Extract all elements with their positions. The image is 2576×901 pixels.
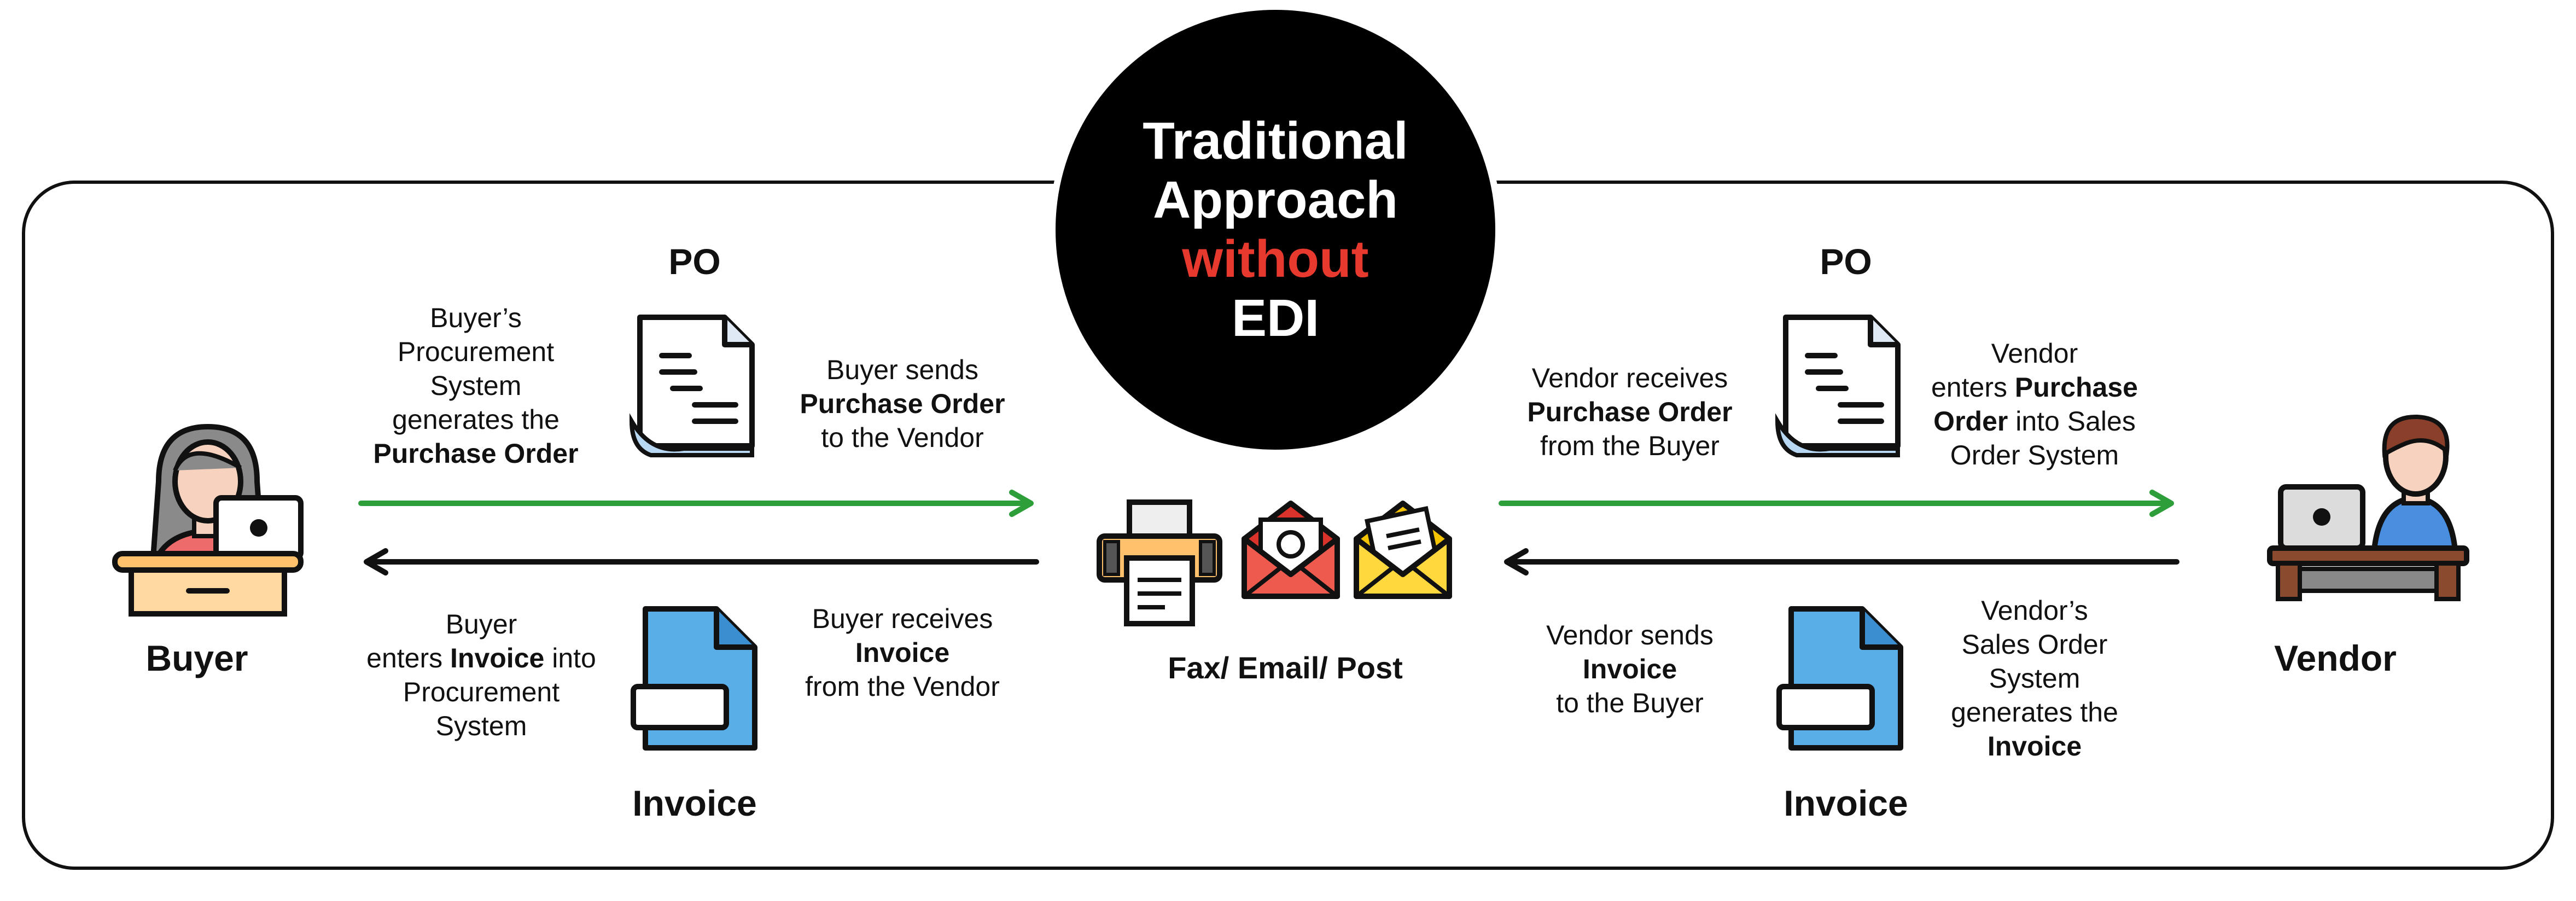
vendor-sales-generates-text: Vendor’s Sales Order System generates th… [1925, 594, 2144, 763]
text-line: Buyer receives [812, 603, 993, 634]
left-po-document-icon [629, 315, 755, 457]
title-line-2: Approach [1152, 171, 1398, 229]
text-line: generates the [392, 404, 560, 435]
left-black-arrow [364, 548, 1039, 576]
buyer-enters-invoice-text: Buyer enters Invoice into Procurement Sy… [350, 607, 613, 743]
title-line-4: EDI [1231, 289, 1320, 347]
right-invoice-document-icon [1776, 606, 1903, 751]
text-line: Order into Sales [1920, 404, 2149, 438]
text-line: System [435, 711, 527, 741]
vendor-sends-text: Vendor sends Invoice to the Buyer [1515, 618, 1745, 720]
text-line: Invoice [1582, 654, 1677, 684]
text-line: Buyer [445, 609, 517, 640]
text-line: Purchase Order [373, 438, 579, 469]
text-line: Order System [1950, 440, 2119, 470]
text-line: Invoice [1987, 731, 2082, 762]
text-line: Vendor receives [1531, 363, 1728, 393]
text-fragment: enters [1931, 372, 2015, 403]
text-line: generates the [1951, 697, 2118, 728]
text-line: Sales Order [1961, 629, 2108, 660]
text-line: Invoice [855, 637, 950, 668]
text-line: enters Purchase [1920, 370, 2149, 404]
vendor-label: Vendor [2274, 638, 2397, 678]
buyer-person-icon [112, 423, 304, 617]
text-fragment: Order [1933, 406, 2008, 437]
left-po-label: PO [668, 241, 721, 282]
text-fragment: into Sales [2008, 406, 2136, 437]
text-line: Buyer’s [430, 303, 522, 333]
right-invoice-label: Invoice [1784, 783, 1908, 823]
title-line-3: without [1182, 230, 1369, 288]
text-fragment: Purchase [2014, 372, 2138, 403]
vendor-enters-po-text: Vendor enters Purchase Order into Sales … [1920, 336, 2149, 472]
text-fragment: into [544, 643, 596, 673]
text-line: from the Vendor [805, 671, 1000, 702]
right-po-document-icon [1775, 315, 1901, 457]
buyer-procurement-generates-text: Buyer’s Procurement System generates the… [361, 301, 591, 470]
left-invoice-label: Invoice [632, 783, 757, 823]
buyer-sends-text: Buyer sends Purchase Order to the Vendor [788, 353, 1017, 455]
text-line: Purchase Order [800, 388, 1005, 419]
text-line: enters Invoice into [350, 641, 613, 675]
text-line: Purchase Order [1527, 397, 1733, 427]
fax-machine-icon [1097, 499, 1222, 626]
text-fragment: enters [366, 643, 451, 673]
text-line: Procurement [397, 336, 555, 367]
channel-label: Fax/ Email/ Post [1168, 650, 1403, 685]
text-line: Buyer sends [826, 354, 978, 385]
text-line: System [1989, 663, 2080, 694]
text-line: Vendor sends [1546, 620, 1714, 650]
left-invoice-document-icon [631, 606, 757, 751]
text-line: System [430, 370, 522, 401]
right-black-arrow [1504, 548, 2179, 576]
vendor-receives-text: Vendor receives Purchase Order from the … [1510, 361, 1750, 463]
title-line-1: Traditional [1143, 112, 1408, 170]
title-circle: Traditional Approach without EDI [1049, 3, 1502, 456]
left-green-arrow [358, 490, 1034, 517]
email-envelope-icon [1242, 501, 1340, 599]
text-line: to the Buyer [1556, 688, 1704, 718]
buyer-receives-text: Buyer receives Invoice from the Vendor [788, 602, 1017, 704]
vendor-person-icon [2267, 414, 2469, 601]
text-line: Procurement [403, 677, 560, 707]
text-line: from the Buyer [1540, 431, 1720, 461]
text-line: Vendor’s [1981, 595, 2088, 626]
text-line: Vendor [1991, 338, 2078, 369]
post-envelope-icon [1354, 501, 1452, 599]
text-fragment: Invoice [450, 643, 545, 673]
right-po-label: PO [1820, 241, 1872, 282]
text-line: to the Vendor [821, 422, 984, 453]
right-green-arrow [1499, 490, 2174, 517]
buyer-label: Buyer [145, 638, 248, 678]
